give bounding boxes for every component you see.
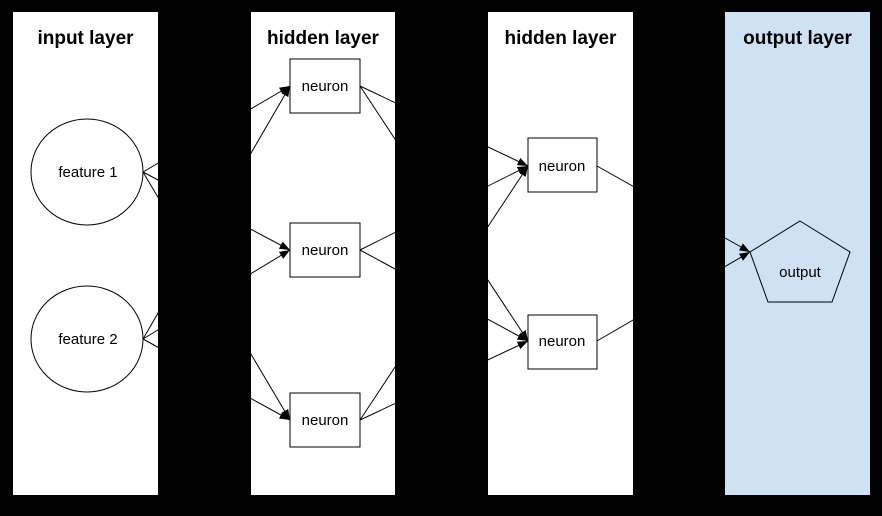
panel-output-layer: output layer xyxy=(725,12,870,495)
panel-hidden-layer-1: hidden layer xyxy=(251,12,395,495)
hidden-layer-1-title: hidden layer xyxy=(267,28,379,49)
panel-input-layer: input layer xyxy=(13,12,158,495)
panel-hidden-layer-2: hidden layer xyxy=(488,12,633,495)
input-layer-title: input layer xyxy=(37,28,134,49)
connection-arrows xyxy=(142,85,751,421)
hidden-layer-2-title: hidden layer xyxy=(504,28,617,49)
output-layer-title: output layer xyxy=(743,28,852,49)
